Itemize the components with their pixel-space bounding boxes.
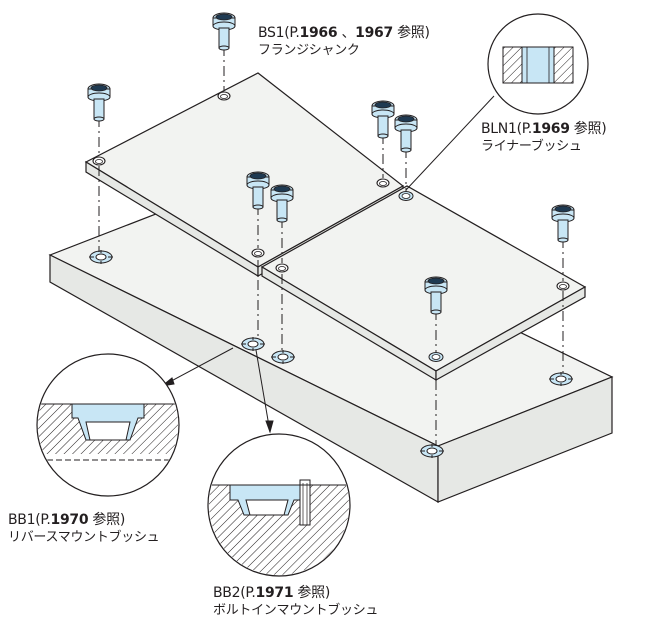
ref-prefix: (P. bbox=[35, 512, 51, 528]
label-bs1: BS1(P.1966 、1967 参照) フランジシャンク bbox=[258, 25, 430, 59]
page-number: 1970 bbox=[50, 512, 89, 528]
part-code: BB1 bbox=[8, 512, 36, 528]
ref-suffix: 参照) bbox=[573, 121, 607, 137]
part-name: リバースマウントブッシュ bbox=[8, 530, 160, 545]
liner-bush-icon bbox=[487, 13, 589, 115]
part-name: ライナーブッシュ bbox=[481, 139, 582, 154]
ref-prefix: (P. bbox=[284, 25, 300, 41]
leader-lines bbox=[160, 95, 495, 434]
ref-prefix: (P. bbox=[240, 585, 256, 601]
reverse-mount-bush-icon bbox=[36, 353, 180, 497]
page-number: 1971 bbox=[255, 585, 294, 601]
ref-suffix: 参照) bbox=[92, 512, 125, 528]
center-lines bbox=[98, 46, 564, 446]
label-bb1: BB1(P.1970 参照) リバースマウントブッシュ bbox=[8, 512, 160, 546]
part-code: BB2 bbox=[213, 585, 241, 601]
ref-suffix: 参照) bbox=[397, 25, 430, 41]
ref-suffix: 参照) bbox=[297, 585, 330, 601]
label-bb2: BB2(P.1971 参照) ボルトインマウントブッシュ bbox=[213, 585, 378, 619]
page-number: 1967 bbox=[355, 25, 393, 41]
bolt-in-mount-bush-icon bbox=[207, 433, 351, 577]
page-number: 1966 bbox=[299, 25, 338, 41]
separator: 、 bbox=[341, 25, 356, 41]
part-code: BS1 bbox=[258, 25, 285, 41]
upper-right-plate bbox=[260, 185, 587, 382]
part-name: フランジシャンク bbox=[258, 43, 360, 58]
page-number: 1969 bbox=[531, 121, 570, 137]
part-code: BLN1 bbox=[481, 121, 517, 137]
ref-prefix: (P. bbox=[516, 121, 533, 137]
label-bln1: BLN1(P.1969 参照) ライナーブッシュ bbox=[481, 121, 607, 155]
part-name: ボルトインマウントブッシュ bbox=[213, 603, 379, 618]
